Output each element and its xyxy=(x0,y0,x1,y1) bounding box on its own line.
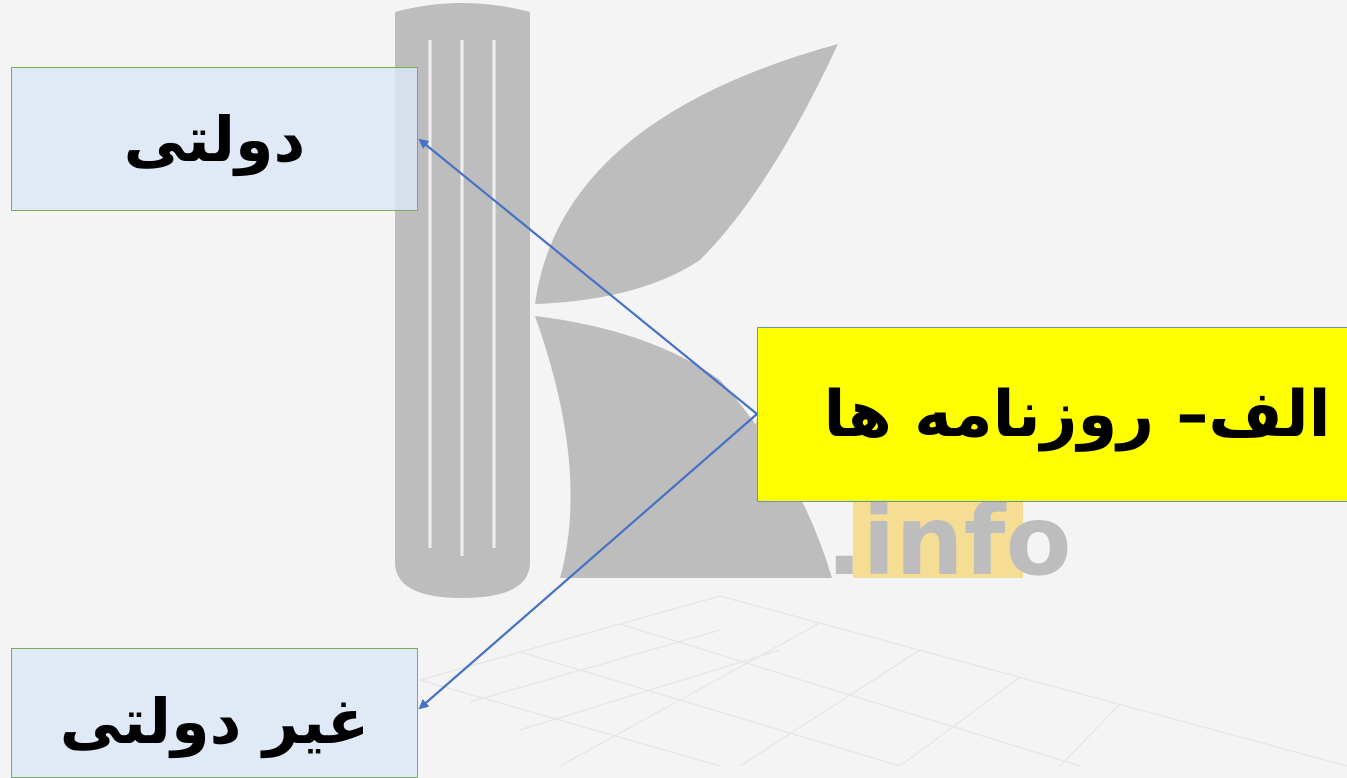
child-node-governmental-label: دولتی xyxy=(123,102,306,176)
root-node-newspapers: الف– روزنامه ها xyxy=(757,327,1347,502)
child-node-non-governmental: غیر دولتی xyxy=(11,648,418,778)
root-node-label: الف– روزنامه ها xyxy=(823,377,1331,452)
watermark-floor-grid xyxy=(419,595,1347,766)
child-node-non-governmental-label: غیر دولتی xyxy=(59,685,370,758)
watermark-brand-info: .info xyxy=(826,485,1071,597)
watermark-k-upper-leaf xyxy=(535,44,838,304)
child-node-governmental: دولتی xyxy=(11,67,418,211)
